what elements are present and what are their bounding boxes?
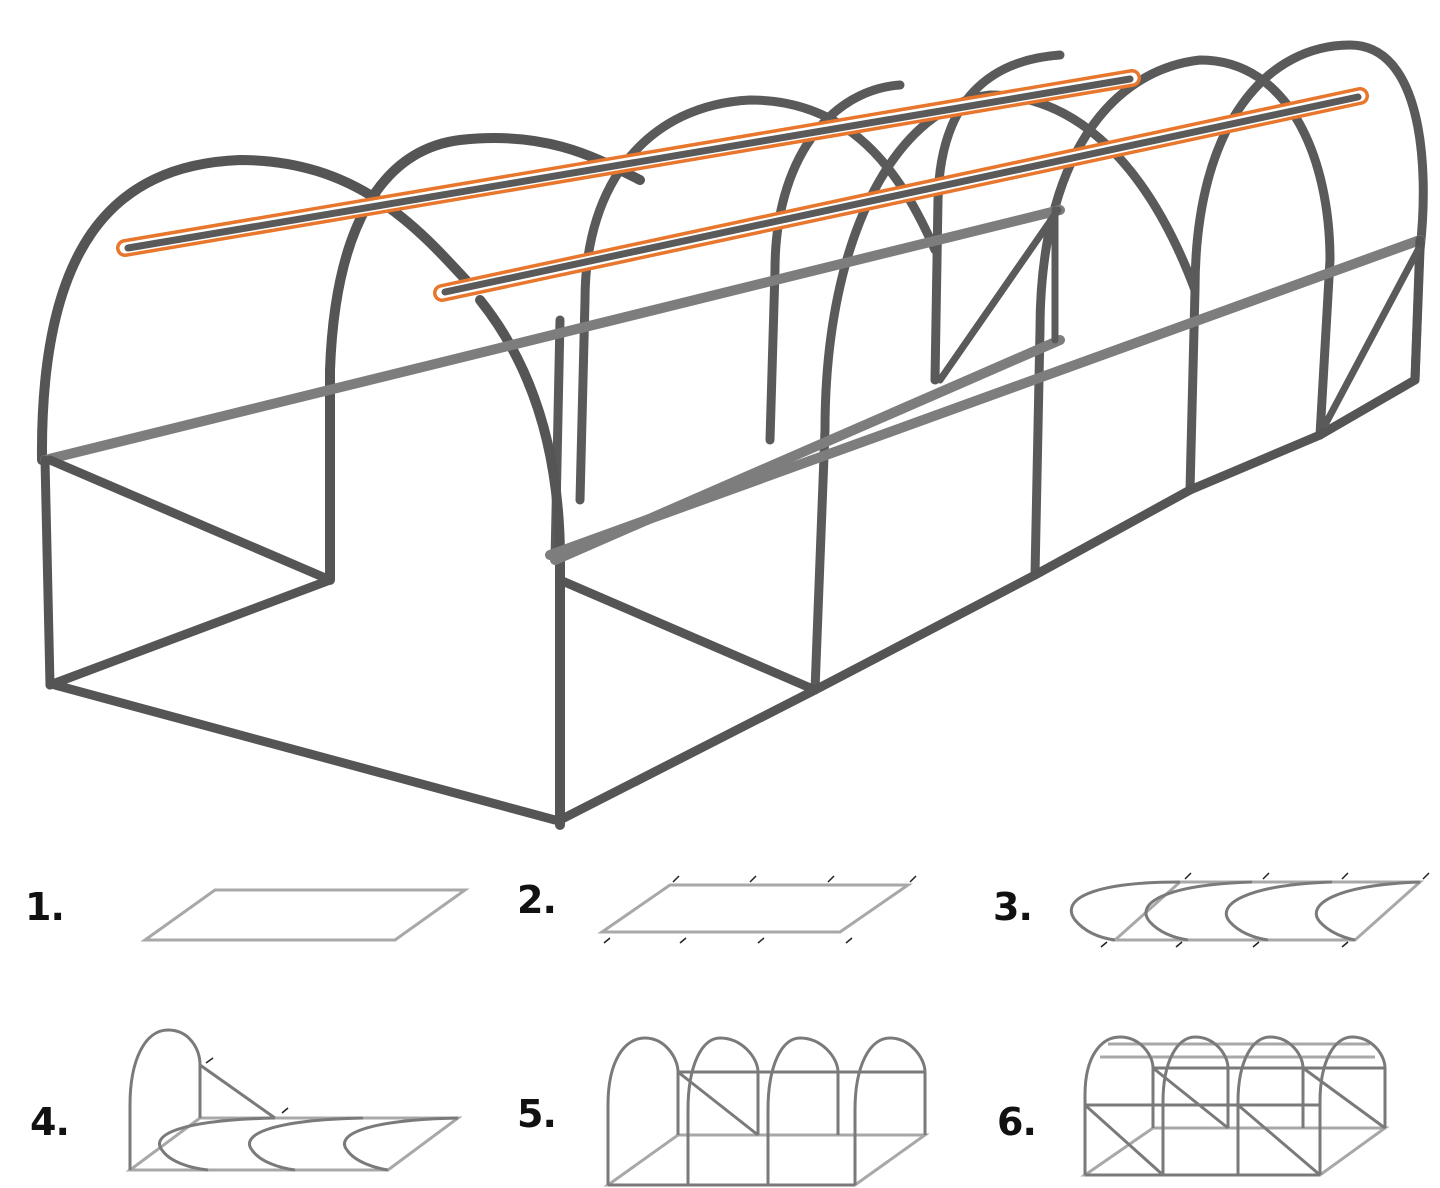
laid-arch bbox=[343, 1116, 459, 1172]
diagonal-braces bbox=[936, 206, 1422, 429]
arch-4 bbox=[853, 1036, 927, 1185]
arch-1 bbox=[1083, 1035, 1155, 1175]
diagonal-brace bbox=[199, 1063, 276, 1120]
assembly-step-2: 2. bbox=[480, 870, 960, 970]
completed-frame-diagram bbox=[1080, 1035, 1390, 1177]
step-number: 2. bbox=[517, 878, 557, 922]
first-arch-raised-diagram bbox=[125, 1028, 463, 1172]
diagonal-brace bbox=[1302, 1066, 1386, 1130]
step-number: 5. bbox=[517, 1092, 557, 1136]
arch-1 bbox=[606, 1036, 680, 1185]
greenhouse-frame-illustration bbox=[36, 40, 1428, 830]
arch-outlines bbox=[1069, 880, 1421, 942]
side-rails bbox=[40, 205, 1425, 565]
ground-pegs bbox=[603, 875, 917, 944]
step-number: 6. bbox=[997, 1100, 1037, 1144]
arch-4 bbox=[1318, 1035, 1387, 1175]
arch-3 bbox=[766, 1036, 840, 1185]
greenhouse-frame-svg bbox=[36, 40, 1428, 830]
pegged-base-diagram bbox=[597, 875, 917, 944]
assembly-step-4: 4. bbox=[0, 1010, 480, 1188]
raised-arch bbox=[128, 1028, 202, 1170]
ground-pegs bbox=[1100, 872, 1430, 948]
diagonal-brace bbox=[1152, 1066, 1229, 1130]
arch-1-front bbox=[36, 133, 645, 830]
laid-arch bbox=[158, 1116, 276, 1172]
base-frame bbox=[40, 235, 1425, 825]
step-number: 3. bbox=[993, 885, 1033, 929]
laid-arch bbox=[248, 1116, 364, 1172]
assembly-step-3: 3. bbox=[960, 870, 1440, 970]
diagonal-brace bbox=[677, 1070, 759, 1137]
bolt-markers bbox=[205, 1057, 289, 1114]
arch-4 bbox=[930, 50, 1335, 580]
arch-3 bbox=[1236, 1035, 1305, 1175]
arch-5-back bbox=[1185, 40, 1428, 495]
ridge-rail-lower bbox=[433, 87, 1369, 302]
step-number: 4. bbox=[30, 1100, 70, 1144]
base-frame-diagram bbox=[140, 888, 470, 942]
all-arches-raised-diagram bbox=[603, 1036, 930, 1187]
arch-2 bbox=[686, 1036, 760, 1185]
assembly-step-5: 5. bbox=[480, 1010, 960, 1188]
arches-laid-diagram bbox=[1069, 872, 1430, 948]
assembly-step-1: 1. bbox=[0, 870, 480, 970]
diagonal-brace bbox=[1237, 1103, 1321, 1177]
step-number: 1. bbox=[25, 885, 65, 929]
diagonal-brace bbox=[1083, 1103, 1165, 1177]
ridge-rail-upper bbox=[116, 69, 1141, 257]
assembly-step-6: 6. bbox=[960, 1010, 1440, 1188]
